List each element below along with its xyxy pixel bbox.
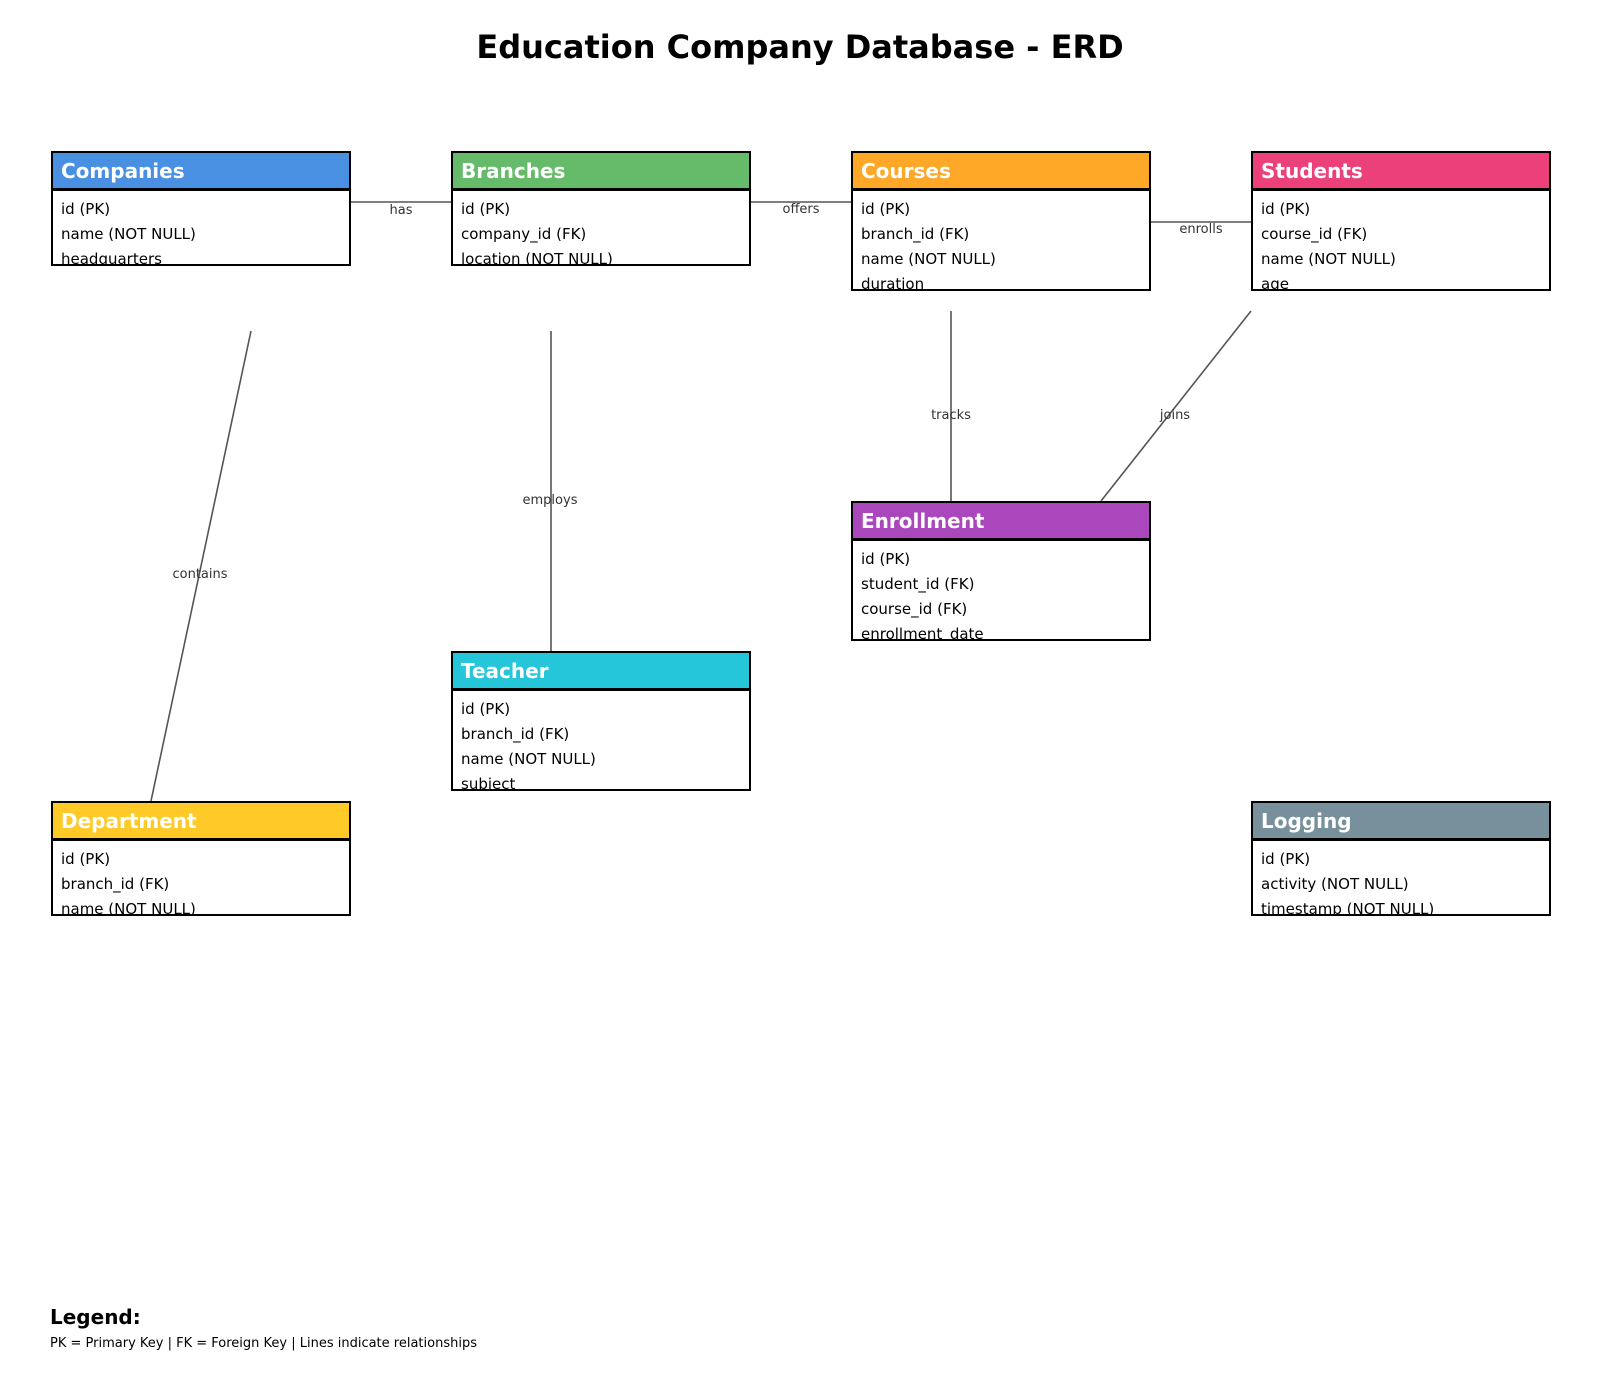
field: headquarters (61, 250, 162, 266)
relationship-line-joins (1100, 310, 1252, 502)
entity-department: Department id (PK) branch_id (FK) name (… (51, 801, 351, 916)
legend-title: Legend: (50, 1305, 141, 1329)
entity-fields-logging: id (PK) activity (NOT NULL) timestamp (N… (1253, 841, 1549, 916)
entity-companies: Companies id (PK) name (NOT NULL) headqu… (51, 151, 351, 266)
field: student_id (FK) (861, 575, 975, 593)
field: name (NOT NULL) (461, 750, 596, 768)
field: id (PK) (861, 200, 911, 218)
legend-text: PK = Primary Key | FK = Foreign Key | Li… (50, 1336, 477, 1351)
entity-header-branches: Branches (453, 153, 749, 191)
entity-fields-branches: id (PK) company_id (FK) location (NOT NU… (453, 191, 749, 266)
diagram-title: Education Company Database - ERD (476, 28, 1124, 66)
entity-enrollment: Enrollment id (PK) student_id (FK) cours… (851, 501, 1151, 641)
entity-header-teacher: Teacher (453, 653, 749, 691)
entity-teacher: Teacher id (PK) branch_id (FK) name (NOT… (451, 651, 751, 791)
entity-fields-enrollment: id (PK) student_id (FK) course_id (FK) e… (853, 541, 1149, 641)
field: id (PK) (1261, 200, 1311, 218)
field: course_id (FK) (861, 600, 968, 618)
relationship-label-tracks: tracks (931, 408, 971, 423)
field: id (PK) (1261, 850, 1311, 868)
field: company_id (FK) (461, 225, 587, 243)
entity-courses: Courses id (PK) branch_id (FK) name (NOT… (851, 151, 1151, 291)
field: location (NOT NULL) (461, 250, 613, 266)
entity-fields-students: id (PK) course_id (FK) name (NOT NULL) a… (1253, 191, 1549, 291)
entity-logging: Logging id (PK) activity (NOT NULL) time… (1251, 801, 1551, 916)
relationship-label-employs: employs (523, 493, 578, 508)
field: name (NOT NULL) (61, 900, 196, 916)
entity-header-students: Students (1253, 153, 1549, 191)
field: age (1261, 275, 1289, 291)
relationship-label-has: has (390, 203, 413, 218)
field: timestamp (NOT NULL) (1261, 900, 1435, 916)
field: id (PK) (61, 200, 111, 218)
field: id (PK) (461, 200, 511, 218)
field: course_id (FK) (1261, 225, 1368, 243)
field: branch_id (FK) (61, 875, 170, 893)
entity-header-courses: Courses (853, 153, 1149, 191)
entity-fields-department: id (PK) branch_id (FK) name (NOT NULL) (53, 841, 349, 916)
entity-header-department: Department (53, 803, 349, 841)
field: subject (461, 775, 516, 791)
field: id (PK) (461, 700, 511, 718)
relationship-line-contains (150, 330, 252, 802)
field: id (PK) (61, 850, 111, 868)
field: activity (NOT NULL) (1261, 875, 1409, 893)
field: duration (861, 275, 925, 291)
entity-students: Students id (PK) course_id (FK) name (NO… (1251, 151, 1551, 291)
entity-branches: Branches id (PK) company_id (FK) locatio… (451, 151, 751, 266)
relationship-label-joins: joins (1159, 408, 1190, 423)
relationship-label-offers: offers (782, 202, 819, 217)
field: name (NOT NULL) (1261, 250, 1396, 268)
entity-fields-companies: id (PK) name (NOT NULL) headquarters (53, 191, 349, 266)
entity-fields-teacher: id (PK) branch_id (FK) name (NOT NULL) s… (453, 691, 749, 791)
relationship-label-enrolls: enrolls (1179, 222, 1222, 237)
entity-header-enrollment: Enrollment (853, 503, 1149, 541)
field: enrollment_date (861, 625, 984, 641)
field: name (NOT NULL) (861, 250, 996, 268)
field: branch_id (FK) (461, 725, 570, 743)
field: branch_id (FK) (861, 225, 970, 243)
entity-fields-courses: id (PK) branch_id (FK) name (NOT NULL) d… (853, 191, 1149, 291)
entity-header-logging: Logging (1253, 803, 1549, 841)
relationship-label-contains: contains (172, 567, 227, 582)
field: name (NOT NULL) (61, 225, 196, 243)
entity-header-companies: Companies (53, 153, 349, 191)
field: id (PK) (861, 550, 911, 568)
